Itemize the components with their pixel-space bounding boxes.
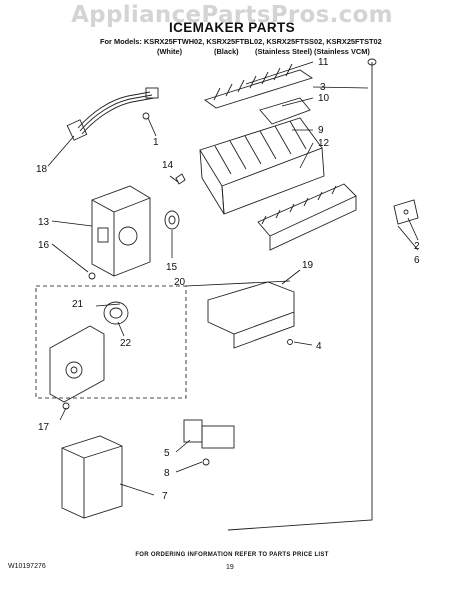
page-number: 19 <box>226 564 234 571</box>
variant-stainless-vcm: (Stainless VCM) <box>314 47 370 56</box>
wire-harness-part[interactable] <box>66 87 159 141</box>
callout-7: 7 <box>162 491 168 502</box>
module-assembly-box <box>35 285 187 399</box>
model-list: For Models: KSRX25FTWH02, KSRX25FTBL02, … <box>100 37 382 46</box>
page-title: ICEMAKER PARTS <box>168 20 296 35</box>
callout-9: 9 <box>318 125 324 136</box>
cover-part[interactable] <box>61 435 123 519</box>
callout-3: 3 <box>320 82 326 93</box>
callout-20: 20 <box>174 277 186 288</box>
callout-19: 19 <box>302 260 314 271</box>
callout-14: 14 <box>162 160 174 171</box>
screw-17-part[interactable] <box>62 402 70 410</box>
fill-tube-part[interactable] <box>227 62 373 531</box>
bearing-part[interactable] <box>164 210 180 230</box>
ejector-part[interactable] <box>204 63 314 109</box>
callout-6: 6 <box>414 255 420 266</box>
mold-cover-part[interactable] <box>259 97 311 125</box>
callout-8: 8 <box>164 468 170 479</box>
control-housing-part[interactable] <box>91 185 151 277</box>
document-number: W10197276 <box>8 563 46 570</box>
callout-1: 1 <box>153 137 159 148</box>
callout-13: 13 <box>38 217 50 228</box>
water-valve-part[interactable] <box>183 419 235 466</box>
callout-10: 10 <box>318 93 330 104</box>
ice-mold-part[interactable] <box>199 117 325 215</box>
callout-2: 2 <box>414 241 420 252</box>
watermark: AppliancePartsPros.com <box>71 2 393 28</box>
fill-tube-end <box>367 58 377 66</box>
callout-4: 4 <box>316 341 322 352</box>
callout-5: 5 <box>164 448 170 459</box>
ordering-note: FOR ORDERING INFORMATION REFER TO PARTS … <box>135 552 329 558</box>
callout-15: 15 <box>166 262 178 273</box>
clip-part[interactable] <box>175 173 186 185</box>
callout-21: 21 <box>72 299 84 310</box>
callout-22: 22 <box>120 338 132 349</box>
ice-bin-part[interactable] <box>207 281 295 349</box>
variant-stainless-steel: (Stainless Steel) <box>255 47 313 56</box>
motor-part[interactable] <box>103 301 129 325</box>
variant-black: (Black) <box>214 47 239 56</box>
callout-12: 12 <box>318 138 330 149</box>
callout-16: 16 <box>38 240 50 251</box>
callout-11: 11 <box>318 57 329 68</box>
callout-18: 18 <box>36 164 48 175</box>
module-plate-part[interactable] <box>49 325 105 403</box>
heater-shield-part[interactable] <box>257 183 357 251</box>
bracket-part[interactable] <box>393 199 419 225</box>
screw-16-part[interactable] <box>88 272 96 280</box>
callout-17: 17 <box>38 422 50 433</box>
variant-white: (White) <box>157 47 183 56</box>
